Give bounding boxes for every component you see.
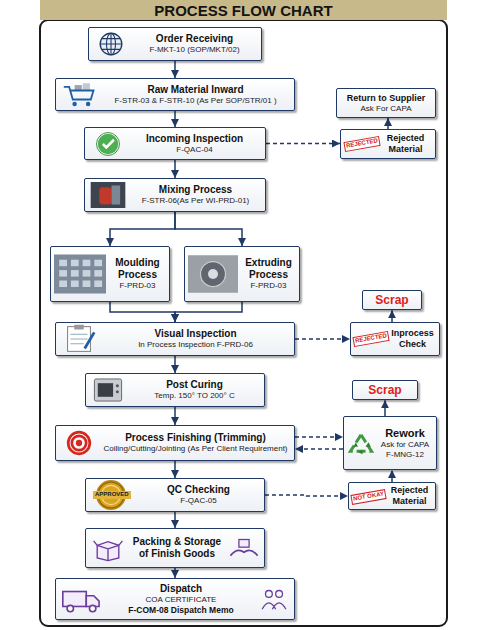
dashed-arrow bbox=[265, 495, 348, 496]
truck-icon bbox=[60, 583, 104, 615]
box-detail: F-MNG-12 bbox=[381, 450, 429, 460]
box-heading: Extruding Process bbox=[241, 257, 296, 281]
hands-icon bbox=[227, 534, 261, 562]
box-detail: F-STR-06(As Per WI-PRD-01) bbox=[142, 196, 250, 206]
check-icon bbox=[91, 129, 125, 159]
mould-icon bbox=[54, 251, 106, 297]
process-box: Process Finishing (Trimming)Coiling/Cutt… bbox=[55, 425, 295, 461]
approval-seal: APPROVED bbox=[93, 491, 131, 499]
cart-icon bbox=[62, 81, 98, 109]
box-heading: Scrap bbox=[368, 383, 401, 397]
recycle-icon bbox=[346, 428, 376, 458]
box-detail: In Process Inspection F-PRD-06 bbox=[138, 340, 253, 350]
flow-arrow bbox=[110, 212, 175, 246]
people-icon bbox=[257, 584, 291, 614]
box-detail: F-PRD-03 bbox=[109, 281, 166, 291]
process-box: Packing & Storage of Finish Goods bbox=[85, 528, 265, 568]
process-box: DispatchCOA CERTIFICATEF-COM-08 Dispatch… bbox=[55, 578, 295, 620]
box-heading: Rejected Material bbox=[387, 485, 432, 507]
mix-icon bbox=[90, 182, 126, 208]
reject-stamp: REJECTED bbox=[352, 331, 389, 347]
check-box: Inprocess CheckREJECTED bbox=[350, 322, 440, 356]
flow-arrow bbox=[174, 111, 176, 127]
flow-arrow bbox=[174, 512, 176, 528]
process-box: Mixing ProcessF-STR-06(As Per WI-PRD-01) bbox=[84, 178, 266, 212]
box-heading: Order Receiving bbox=[149, 33, 239, 45]
outer-frame bbox=[40, 20, 447, 626]
chart-title: PROCESS FLOW CHART bbox=[40, 0, 447, 20]
box-heading: Post Curing bbox=[154, 379, 234, 391]
box-detail: Temp. 150° TO 200° C bbox=[154, 391, 234, 401]
process-box: Visual InspectionIn Process Inspection F… bbox=[55, 322, 295, 356]
reject-box: Rejected MaterialREJECTED bbox=[340, 129, 436, 159]
box-heading: Process Finishing (Trimming) bbox=[103, 432, 287, 444]
rework-box: ReworkAsk for CAPAF-MNG-12 bbox=[343, 416, 437, 470]
process-box: Incoming InspectionF-QAC-04 bbox=[84, 127, 266, 160]
box-detail: F-QAC-05 bbox=[167, 496, 230, 506]
box-heading: Visual Inspection bbox=[138, 328, 253, 340]
flow-arrow bbox=[174, 356, 176, 373]
dashed-arrow bbox=[295, 338, 350, 340]
box-heading: Return to Supplier bbox=[347, 93, 426, 104]
flow-arrow bbox=[174, 461, 176, 478]
box-detail: Coiling/Cutting/Jointing (As Per Client … bbox=[103, 444, 287, 454]
flow-arrow bbox=[174, 160, 176, 178]
box-detail: F-COM-08 Dispatch Memo bbox=[128, 605, 233, 615]
return-box: Return to SupplierAsk For CAPA bbox=[336, 88, 436, 118]
flow-arrow bbox=[175, 212, 242, 246]
box-detail: F-STR-03 & F-STR-10 (As Per SOP/STR/01 ) bbox=[114, 96, 276, 106]
dashed-arrow bbox=[295, 436, 343, 438]
process-box: Moulding ProcessF-PRD-03 bbox=[50, 246, 170, 302]
flow-arrow bbox=[174, 61, 176, 78]
box-detail: F-QAC-04 bbox=[146, 145, 243, 155]
process-box: Post CuringTemp. 150° TO 200° C bbox=[85, 373, 265, 407]
process-box: Raw Material InwardF-STR-03 & F-STR-10 (… bbox=[55, 78, 295, 111]
box-heading: Rework bbox=[381, 427, 429, 440]
box-heading: Rejected Material bbox=[379, 133, 432, 155]
box-detail: F-PRD-03 bbox=[241, 281, 296, 291]
box-heading: Incoming Inspection bbox=[146, 133, 243, 145]
process-box: Order ReceivingF-MKT-10 (SOP/MKT/02) bbox=[88, 27, 262, 61]
dashed-arrow bbox=[391, 470, 393, 482]
flow-arrow bbox=[391, 310, 393, 322]
scrap-box: Scrap bbox=[362, 290, 422, 310]
clip-icon bbox=[60, 324, 98, 354]
flow-arrow bbox=[174, 407, 176, 425]
box-heading: Packing & Storage of Finish Goods bbox=[128, 536, 226, 560]
flow-arrow bbox=[110, 302, 175, 322]
scrap-box: Scrap bbox=[352, 380, 418, 400]
box-detail: Ask For CAPA bbox=[347, 104, 426, 114]
box-heading: Mixing Process bbox=[142, 184, 250, 196]
dashed-arrow bbox=[295, 448, 343, 450]
process-box: QC CheckingF-QAC-05 APPROVED bbox=[85, 478, 265, 512]
dashed-arrow bbox=[266, 143, 340, 145]
extrude-icon bbox=[188, 251, 238, 297]
flow-arrow bbox=[175, 302, 242, 322]
box-heading: QC Checking bbox=[167, 484, 230, 496]
reject-box: Rejected MaterialNOT OKAY bbox=[348, 482, 436, 510]
reject-stamp: REJECTED bbox=[343, 136, 380, 152]
process-box: Extruding ProcessF-PRD-03 bbox=[184, 246, 300, 302]
box-icon bbox=[90, 532, 126, 564]
box-heading: Dispatch bbox=[128, 583, 233, 595]
flow-arrow bbox=[384, 400, 386, 416]
box-heading: Scrap bbox=[375, 293, 408, 307]
reject-stamp: NOT OKAY bbox=[350, 489, 386, 505]
box-detail: COA CERTIFICATE bbox=[128, 595, 233, 605]
box-heading: Moulding Process bbox=[109, 257, 166, 281]
oven-icon bbox=[91, 375, 125, 405]
globe-icon bbox=[93, 29, 129, 59]
coil-icon bbox=[61, 428, 97, 458]
flow-arrow bbox=[174, 568, 176, 578]
box-detail: F-MKT-10 (SOP/MKT/02) bbox=[149, 45, 239, 55]
box-heading: Inprocess Check bbox=[389, 328, 436, 350]
box-heading: Raw Material Inward bbox=[114, 84, 276, 96]
flow-arrow bbox=[387, 118, 389, 129]
box-detail: Ask for CAPA bbox=[381, 440, 429, 450]
